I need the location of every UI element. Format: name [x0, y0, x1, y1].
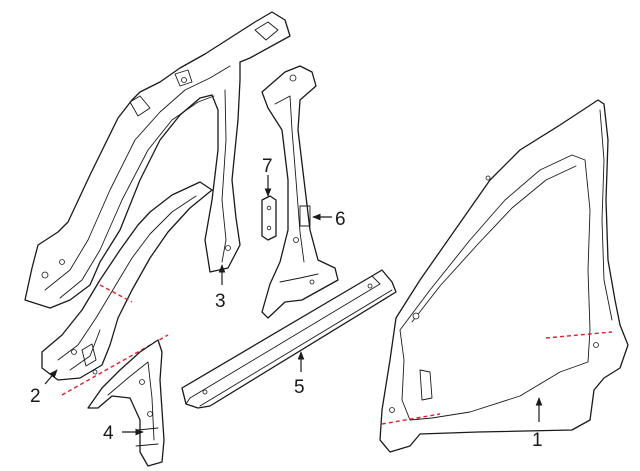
callout-6: 6: [335, 209, 346, 230]
part-1-body-side: [379, 99, 629, 453]
part-4-hinge-pillar: [87, 339, 165, 467]
cut-line-d: [381, 413, 441, 425]
callout-4: 4: [103, 423, 114, 444]
leader-arrow-2: [44, 369, 58, 385]
cut-line-a: [99, 284, 133, 303]
callout-7: 7: [262, 156, 273, 177]
part-6-b-pillar: [261, 65, 339, 319]
part-3-roof-rail: [24, 11, 291, 309]
part-7-reinforcement: [261, 195, 277, 241]
callout-5: 5: [294, 377, 305, 398]
callout-1: 1: [532, 430, 543, 451]
callout-3: 3: [215, 291, 226, 312]
callout-2: 2: [30, 386, 41, 407]
part-5-rocker: [181, 269, 397, 409]
part-2-inner-pillar: [41, 181, 213, 381]
